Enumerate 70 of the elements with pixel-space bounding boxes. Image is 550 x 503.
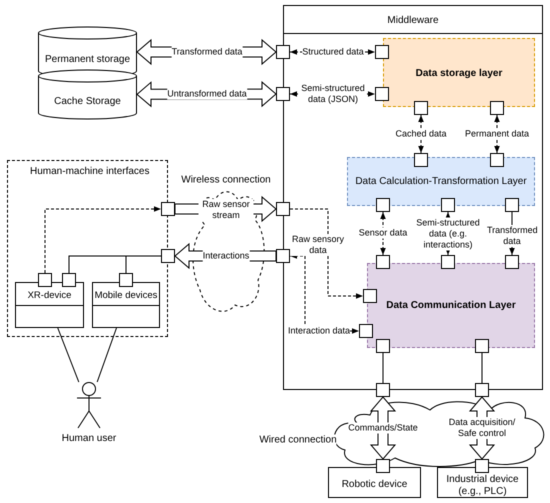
layer-box [367, 263, 535, 348]
port-square [359, 324, 373, 338]
connector-line [44, 206, 162, 274]
port-square [62, 273, 76, 287]
node-label: Data storage layer [414, 68, 504, 80]
port-square [375, 87, 389, 101]
connector-line [126, 256, 162, 274]
port-square [363, 289, 377, 303]
header-title: Middleware [284, 8, 542, 34]
port-square [276, 87, 290, 101]
port-square [376, 255, 390, 269]
port-square [414, 101, 428, 115]
port-square [376, 383, 390, 397]
edge-label: Structured data [302, 46, 364, 58]
port-square [490, 153, 504, 167]
port-square [490, 101, 504, 115]
edge-label: Cached data [395, 128, 447, 140]
edge-label: Interaction data [288, 326, 350, 336]
free-label: Wireless connection [181, 174, 271, 186]
edge-label: Raw sensory data [290, 234, 346, 256]
port-square [475, 383, 489, 397]
edge-label: Semi-structured data (JSON) [299, 83, 367, 105]
layer-box [383, 38, 535, 107]
connector-line [57, 328, 80, 382]
device-box [92, 282, 160, 328]
port-square [276, 202, 290, 216]
node-label: Industrial device (e.g., PLC) [445, 474, 520, 498]
port-square [119, 273, 133, 287]
connector-line [380, 212, 386, 256]
edge-label: Transformed data [172, 46, 242, 58]
node-label: Human user [60, 433, 118, 445]
device-box [328, 467, 421, 498]
port-square [161, 202, 175, 216]
middleware-container [283, 5, 543, 390]
connector-line [96, 328, 117, 382]
node-label: Robotic device [340, 479, 408, 491]
port-square [441, 255, 455, 269]
port-square [376, 339, 390, 353]
port-square [505, 198, 519, 212]
port-square [276, 45, 290, 59]
edge-label: Interactions [202, 250, 250, 262]
port-square [475, 459, 489, 473]
node-label: Permanent storage [44, 54, 132, 66]
node-label: Data Calculation-Transformation Layer [354, 176, 528, 188]
device-box [437, 467, 528, 498]
port-square [38, 273, 52, 287]
edge-label: Transformed data [487, 225, 537, 247]
node-label: Cache Storage [53, 96, 122, 108]
dashed-group-boundary [7, 160, 168, 337]
device-box [15, 282, 84, 328]
port-square [441, 198, 455, 212]
port-square [414, 153, 428, 167]
port-square [475, 339, 489, 353]
port-square [505, 255, 519, 269]
connector-line [382, 352, 384, 384]
port-square [276, 249, 290, 263]
free-label: Wired connection [259, 434, 337, 446]
node-label: Human-machine interfaces [30, 166, 150, 178]
edge-label: Raw sensor stream [198, 199, 254, 221]
edge-label: Sensor data [358, 228, 408, 238]
port-square [376, 198, 390, 212]
port-square [376, 459, 390, 473]
port-square [161, 249, 175, 263]
layer-box [347, 157, 535, 206]
edge-label: Commands/State [348, 422, 418, 434]
port-square [375, 45, 389, 59]
edge-label: Permanent data [464, 128, 530, 140]
edge-label: Untransformed data [167, 88, 247, 100]
connector-line [290, 208, 364, 299]
node-label: Data Communication Layer [385, 300, 517, 312]
